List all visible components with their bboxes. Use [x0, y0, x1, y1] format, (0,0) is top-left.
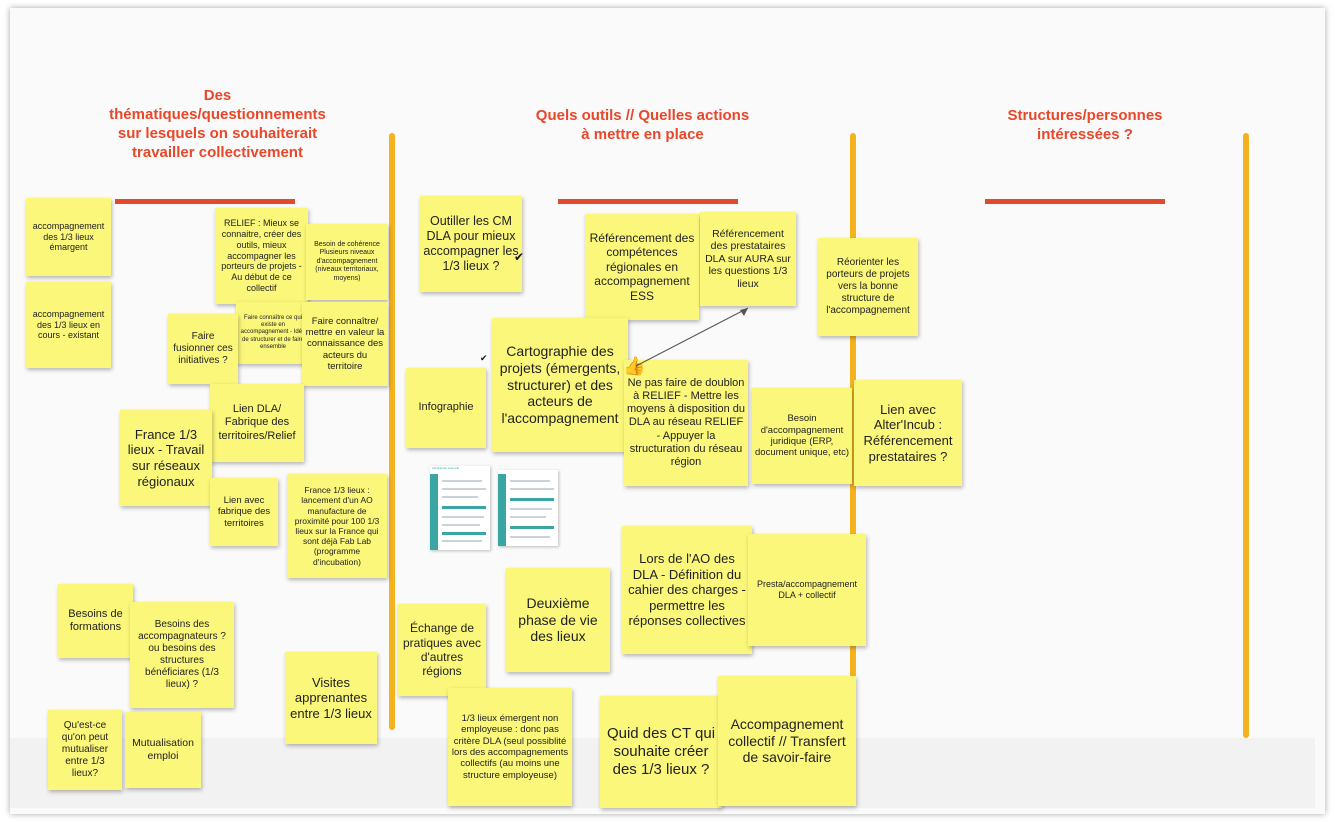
sticky-note[interactable]: RELIEF : Mieux se connaitre, créer des o…	[215, 208, 308, 304]
sticky-note[interactable]: Visites apprenantes entre 1/3 lieux	[285, 652, 377, 744]
checkmark-icon: ✔	[480, 353, 488, 363]
sticky-note[interactable]: Lien avec fabrique des territoires	[210, 478, 278, 546]
sticky-note[interactable]: Cartographie des projets (émergents, str…	[492, 318, 628, 452]
sticky-note[interactable]: France 1/3 lieux - Travail sur réseaux r…	[120, 410, 212, 506]
sticky-note[interactable]: France 1/3 lieux : lancement d'un AO man…	[287, 474, 387, 578]
sticky-note[interactable]: Mutualisation emploi	[125, 712, 201, 788]
sticky-note[interactable]: Deuxième phase de vie des lieux	[506, 568, 610, 672]
sticky-note[interactable]: Réorienter les porteurs de projets vers …	[818, 238, 918, 336]
sticky-note[interactable]: Faire connaître/ mettre en valeur la con…	[302, 302, 388, 386]
column-title-structures: Structures/personnes intéressées ?	[1007, 107, 1163, 143]
sticky-note[interactable]: Besoin d'accompagnement juridique (ERP, …	[752, 388, 852, 484]
infographic-thumbnail[interactable]: Infographie exemple	[430, 466, 490, 550]
sticky-note[interactable]: Lien avec Alter'Incub : Référencement pr…	[854, 380, 962, 486]
sticky-note[interactable]: Lien DLA/ Fabrique des territoires/Relie…	[210, 384, 304, 462]
infographic-thumbnail[interactable]	[498, 470, 558, 546]
sticky-note[interactable]: Échange de pratiques avec d'autres régio…	[398, 604, 486, 696]
column-underline-3	[985, 199, 1165, 204]
column-divider-2	[850, 133, 856, 678]
column-title-outils: Quels outils // Quelles actions à mettre…	[535, 107, 750, 143]
infographic-title: Infographie exemple	[432, 466, 460, 470]
sticky-note[interactable]: Besoin de cohérence Plusieurs niveaux d'…	[306, 224, 388, 300]
checkmark-icon: ✔	[514, 250, 525, 264]
sticky-note[interactable]: Référencement des prestataires DLA sur A…	[700, 212, 796, 306]
sticky-note[interactable]: Faire connaître ce qui existe en accompa…	[236, 302, 310, 364]
connector-arrow	[635, 307, 749, 367]
sticky-note[interactable]: Besoins de formations	[58, 584, 133, 658]
thumbs-up-icon: 👍	[623, 356, 646, 376]
sticky-note[interactable]: accompagnement des 1/3 lieux en cours - …	[26, 282, 111, 368]
sticky-note[interactable]: accompagnement des 1/3 lieux émargent	[26, 198, 111, 276]
sticky-note[interactable]: 1/3 lieux émergent non employeuse : donc…	[448, 688, 572, 806]
sticky-note[interactable]: Faire fusionner ces initiatives ?	[168, 314, 238, 384]
sticky-note[interactable]: Besoins des accompagnateurs ? ou besoins…	[130, 602, 234, 708]
sticky-note[interactable]: Qu'est-ce qu'on peut mutualiser entre 1/…	[48, 710, 122, 790]
sticky-note[interactable]: Lors de l'AO des DLA - Définition du cah…	[622, 526, 752, 654]
sticky-note[interactable]: Référencement des compétences régionales…	[585, 214, 699, 320]
column-title-thematiques: Des thématiques/questionnements sur lesq…	[109, 87, 326, 161]
sticky-note[interactable]: Quid des CT qui souhaite créer des 1/3 l…	[600, 696, 722, 808]
column-divider-1	[389, 133, 395, 730]
column-underline-2	[558, 199, 738, 204]
sticky-note[interactable]: Ne pas faire de doublon à RELIEF - Mettr…	[624, 360, 748, 486]
sticky-note[interactable]: Accompagnement collectif // Transfert de…	[718, 676, 856, 806]
column-underline-1	[115, 199, 295, 204]
sticky-note[interactable]: Presta/accompagnement DLA + collectif	[748, 534, 866, 646]
sticky-note[interactable]: Outiller les CM DLA pour mieux accompagn…	[420, 196, 522, 292]
column-divider-3	[1243, 133, 1249, 738]
sticky-note[interactable]: Infographie	[406, 368, 486, 448]
